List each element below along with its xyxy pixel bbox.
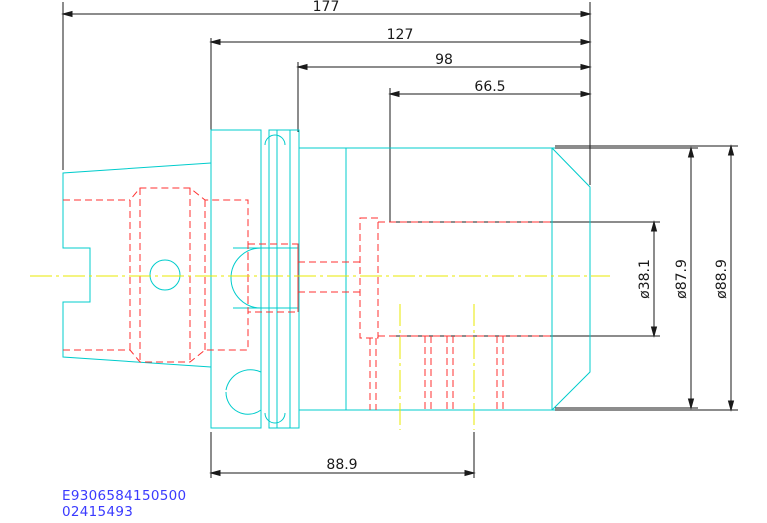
dim-dia-38-1: ø38.1: [637, 259, 653, 299]
dimension-lines: [61, 2, 738, 478]
hidden-lines: [63, 187, 552, 410]
dim-dia-88-9: ø88.9: [714, 259, 730, 299]
dim-127: 127: [387, 27, 414, 43]
part-code-line-2: 02415493: [62, 504, 134, 520]
part-code-line-1: E9306584150500: [62, 488, 187, 504]
part-outline: [62, 129, 591, 429]
dimension-labels: 177 127 98 66.5 88.9 ø38.1 ø87.9 ø88.9: [313, 0, 730, 473]
dim-88-9: 88.9: [326, 457, 357, 473]
dim-98: 98: [435, 52, 453, 68]
dim-177: 177: [313, 0, 340, 15]
dim-66-5: 66.5: [474, 79, 505, 95]
part-codes: E9306584150500 02415493: [62, 488, 186, 520]
dim-dia-87-9: ø87.9: [674, 259, 690, 299]
center-lines: [30, 275, 610, 430]
